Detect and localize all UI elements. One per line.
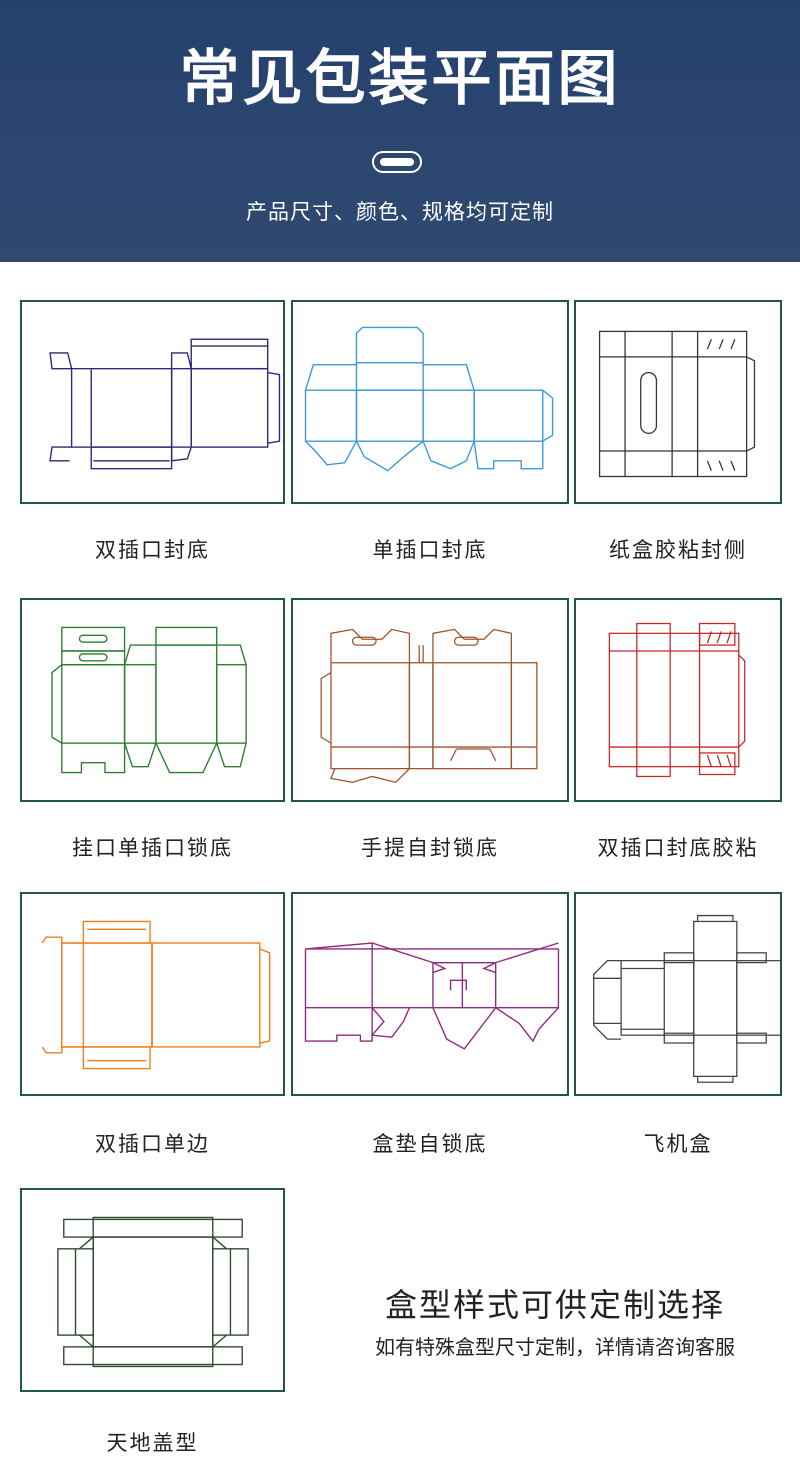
box-diagram-single-tuck: [291, 300, 569, 504]
box-diagram-double-tuck-glued: [574, 598, 782, 802]
header-banner: 常见包装平面图 产品尺寸、颜色、规格均可定制: [0, 0, 800, 262]
caption-glued-side: 纸盒胶粘封侧: [609, 538, 747, 562]
caption-single-tuck: 单插口封底: [372, 538, 488, 562]
promo-title: 盒型样式可供定制选择: [384, 1286, 725, 1324]
box-diagram-lid-base: [20, 1188, 285, 1392]
caption-lid-base: 天地盖型: [106, 1431, 199, 1455]
caption-double-tuck-single: 双插口单边: [95, 1132, 210, 1156]
caption-mailer: 飞机盒: [643, 1132, 713, 1156]
page-title: 常见包装平面图: [179, 44, 621, 114]
page-subtitle: 产品尺寸、颜色、规格均可定制: [246, 200, 554, 224]
box-diagram-double-tuck-single: [20, 892, 285, 1096]
box-diagram-mailer: [574, 892, 782, 1096]
box-diagram-double-tuck: [20, 300, 285, 504]
caption-pad-lock-bottom: 盒垫自锁底: [372, 1132, 488, 1156]
pill-icon: [372, 151, 422, 173]
caption-double-tuck-glued: 双插口封底胶粘: [597, 836, 759, 860]
promo-subtitle: 如有特殊盒型尺寸定制，详情请咨询客服: [375, 1335, 735, 1359]
box-diagram-hang-tab: [20, 598, 285, 802]
box-diagram-glued-side: [574, 300, 782, 504]
box-diagram-handle: [291, 598, 569, 802]
caption-handle: 手提自封锁底: [361, 836, 499, 860]
caption-hang-tab: 挂口单插口锁底: [72, 836, 233, 860]
caption-double-tuck: 双插口封底: [95, 538, 210, 562]
box-diagram-pad-lock-bottom: [291, 892, 569, 1096]
